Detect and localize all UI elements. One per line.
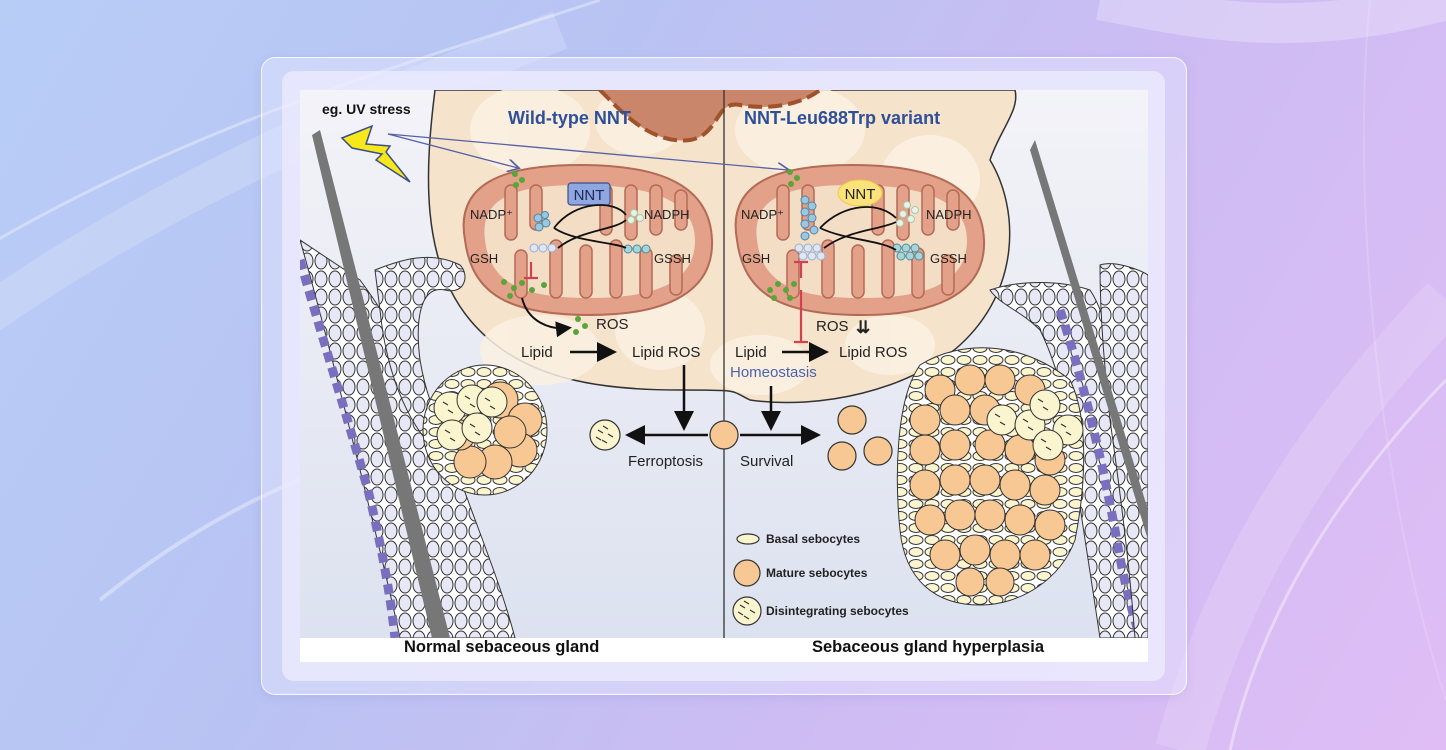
ros-label-left: ROS xyxy=(596,316,629,333)
title-variant: NNT-Leu688Trp variant xyxy=(744,108,940,128)
uv-stress-label: eg. UV stress xyxy=(322,101,411,117)
basal-sebocyte-icon xyxy=(736,533,760,545)
lipid-ros-label-right: Lipid ROS xyxy=(839,344,907,361)
legend-item-basal: Basal sebocytes xyxy=(766,532,860,546)
ros-particles-right xyxy=(767,169,800,301)
ros-label-right: ROS xyxy=(816,318,849,335)
caption-bar xyxy=(300,638,1148,662)
legend: Basal sebocytes Mature sebocytes Disinte… xyxy=(732,532,909,626)
nnt-label-variant: NNT xyxy=(845,186,876,203)
title-wild-type: Wild-type NNT xyxy=(508,108,631,128)
gsh-molecules-right xyxy=(794,243,826,261)
nadp-nadph-arrow-right xyxy=(819,206,897,229)
nucleus xyxy=(600,90,820,141)
legend-item-mature: Mature sebocytes xyxy=(766,566,868,580)
inhibition-mark-right xyxy=(794,260,808,344)
sebocyte-origin xyxy=(709,420,739,450)
ros-decrease-icon: ⇊ xyxy=(856,318,870,337)
ros-particles-left xyxy=(501,171,588,335)
lipid-label-left: Lipid xyxy=(521,344,553,361)
gsh-molecules-left xyxy=(529,243,557,253)
hair-shaft xyxy=(1030,140,1148,540)
hyperplastic-sebaceous-gland xyxy=(896,347,1085,606)
nadp-nadph-arrow-left xyxy=(553,204,627,229)
lipid-ros-label-left: Lipid ROS xyxy=(632,344,700,361)
right-hair-follicle xyxy=(989,140,1148,640)
disintegrating-cell-outcome xyxy=(589,419,621,451)
figure-panel: eg. UV stress Wild-type NNT NNT-Leu688Tr… xyxy=(300,90,1148,662)
disintegrating-sebocyte-icon xyxy=(732,596,762,626)
gssh-label-right: GSSH xyxy=(930,251,967,266)
nadp-molecules-right xyxy=(800,195,819,241)
nnt-badge-variant xyxy=(837,179,883,207)
gsh-label-right: GSH xyxy=(742,251,770,266)
caption-normal-gland: Normal sebaceous gland xyxy=(404,638,600,656)
nnt-badge-wild-type xyxy=(567,182,611,206)
nadp-molecules-left xyxy=(533,211,551,232)
normal-sebaceous-gland xyxy=(422,364,548,496)
surviving-cells-outcome xyxy=(827,405,893,471)
ros-release-arrow xyxy=(521,297,572,338)
gssh-label-left: GSSH xyxy=(654,251,691,266)
survival-label: Survival xyxy=(740,453,793,470)
nadph-label-left: NADPH xyxy=(644,207,690,222)
homeostasis-label: Homeostasis xyxy=(730,364,817,381)
legend-item-disintegrating: Disintegrating sebocytes xyxy=(766,604,909,618)
nadph-label-right: NADPH xyxy=(926,207,972,222)
nadp-label-left: NADP⁺ xyxy=(470,207,513,222)
lightning-icon xyxy=(340,124,411,183)
diagram-svg: eg. UV stress Wild-type NNT NNT-Leu688Tr… xyxy=(300,90,1148,662)
gsh-label-left: GSH xyxy=(470,251,498,266)
ferroptosis-label: Ferroptosis xyxy=(628,453,703,470)
left-hair-follicle xyxy=(300,130,516,639)
nadph-molecules-left xyxy=(627,209,644,224)
inhibition-mark-left xyxy=(524,262,538,280)
gssh-molecules-left xyxy=(623,244,651,254)
nadph-molecules-right xyxy=(896,201,919,227)
mature-sebocyte-icon xyxy=(733,559,761,587)
hair-shaft xyxy=(312,130,450,638)
mature-sebocyte-cluster xyxy=(909,364,1066,597)
gssh-molecules-right xyxy=(892,243,924,261)
uv-arrow-right xyxy=(387,133,788,170)
uv-arrow-left xyxy=(387,133,518,168)
nnt-label-wild-type: NNT xyxy=(574,187,605,204)
caption-hyperplasia: Sebaceous gland hyperplasia xyxy=(812,638,1044,656)
lipid-label-right: Lipid xyxy=(735,344,767,361)
nadp-label-right: NADP⁺ xyxy=(741,207,784,222)
